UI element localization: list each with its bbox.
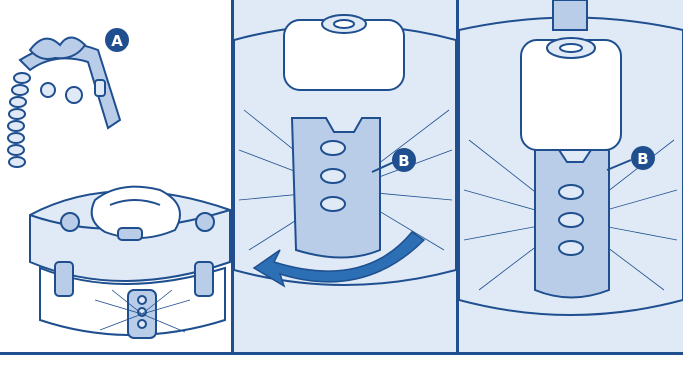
rotate-drawing: B: [234, 0, 456, 352]
activity-center-base: [30, 187, 230, 338]
label-b-text-step3: B: [637, 150, 648, 168]
panel-installed: B: [459, 0, 683, 352]
label-a-text: A: [111, 32, 123, 50]
sleeve-b-installed: [535, 150, 609, 298]
panel-rotate: B: [234, 0, 456, 352]
toy-bar-a: [8, 38, 120, 168]
panel-overview: A: [0, 0, 231, 352]
installed-drawing: B: [459, 0, 683, 352]
label-b-text-step2: B: [398, 152, 409, 170]
overview-drawing: A: [0, 0, 231, 352]
label-a-badge: A: [105, 28, 129, 52]
sleeve-b: [292, 118, 380, 258]
bottom-rule: [0, 352, 683, 355]
